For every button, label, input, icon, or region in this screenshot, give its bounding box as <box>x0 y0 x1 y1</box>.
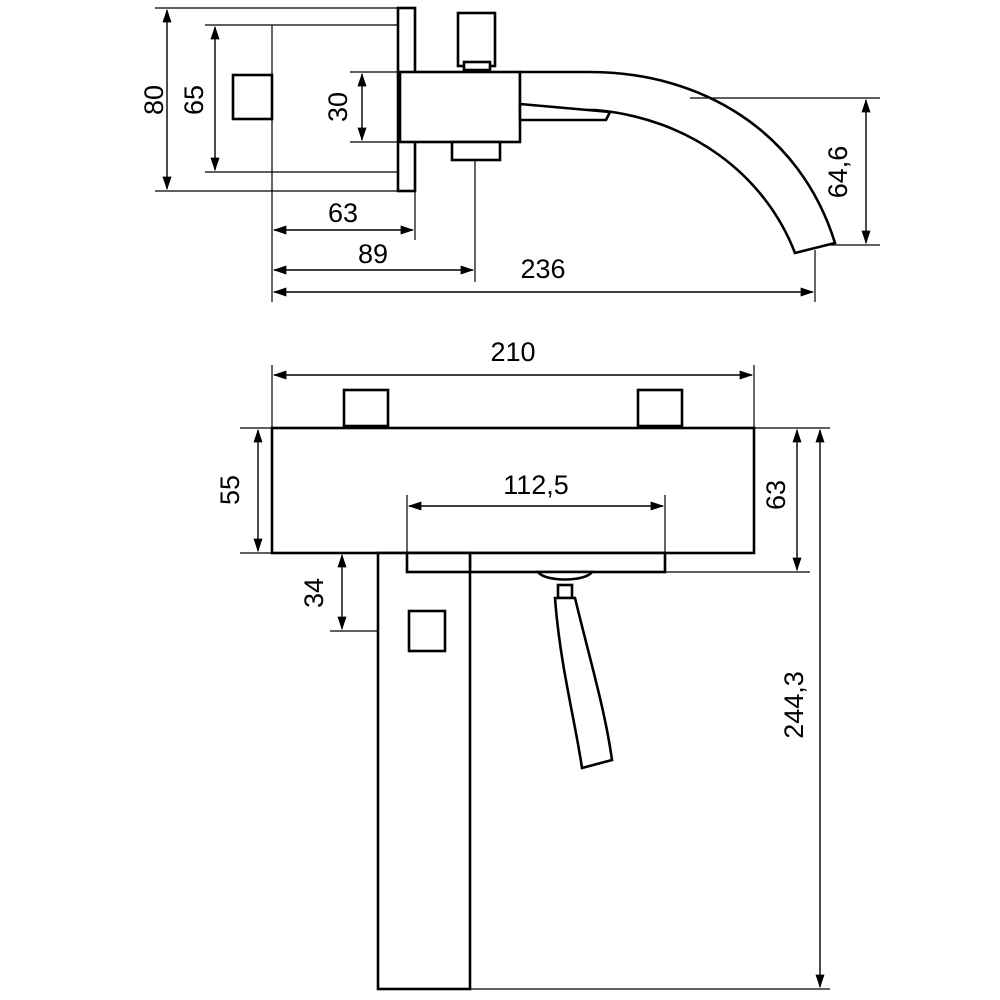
front-square-knob <box>407 609 447 653</box>
front-plate-overlap <box>405 551 472 574</box>
side-top-handle-stem <box>462 60 492 72</box>
side-square-knob <box>231 73 274 121</box>
dim-30: 30 <box>323 92 353 122</box>
dim-64-6: 64,6 <box>823 146 853 199</box>
side-top-handle <box>456 11 497 68</box>
dim-236: 236 <box>520 254 565 284</box>
front-diverter-stem <box>556 583 574 600</box>
side-diverter <box>518 102 613 122</box>
dim-34: 34 <box>299 578 329 608</box>
dim-63-front: 63 <box>761 480 791 510</box>
front-left-handle <box>342 388 390 428</box>
dim-210: 210 <box>490 337 535 367</box>
front-right-handle <box>636 388 684 428</box>
side-view: 80 65 30 64,6 63 89 236 <box>139 6 880 302</box>
dim-112-5: 112,5 <box>503 470 569 500</box>
dim-63-side: 63 <box>328 198 358 228</box>
dim-244-3: 244,3 <box>779 671 809 739</box>
side-mixer-body <box>398 70 522 144</box>
front-view: 210 112,5 55 63 34 244,3 <box>215 337 830 991</box>
front-mixer-body <box>270 426 756 555</box>
front-diverter-lever <box>553 596 614 770</box>
dim-55: 55 <box>215 475 245 505</box>
dim-89: 89 <box>358 239 388 269</box>
front-diverter-cap <box>535 570 595 581</box>
dim-65: 65 <box>179 85 209 115</box>
dim-80: 80 <box>139 85 169 115</box>
side-spout <box>518 70 837 255</box>
side-bottom-outlet <box>450 140 502 162</box>
